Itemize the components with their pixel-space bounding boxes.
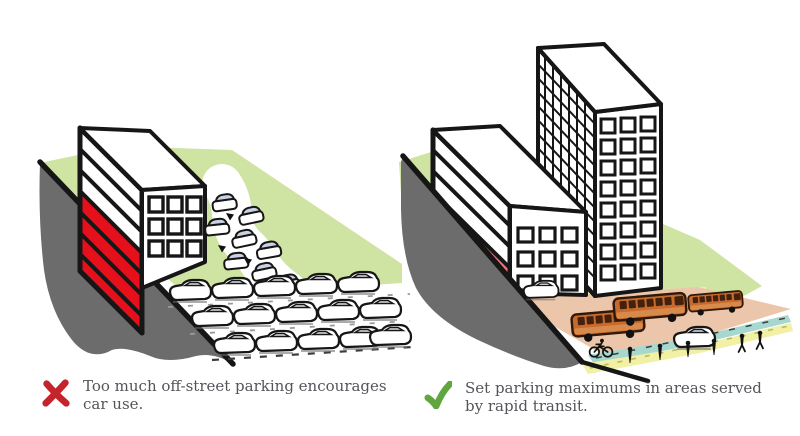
caption-left-line2: car use. xyxy=(83,394,144,413)
windows xyxy=(147,195,203,258)
caption-right-line2: by rapid transit. xyxy=(465,396,588,415)
tower-front-windows xyxy=(599,115,657,282)
caption-right-line1: Set parking maximums in areas served xyxy=(465,379,762,397)
cliff-cutaway xyxy=(400,153,651,384)
floor-lines xyxy=(78,147,144,318)
tower-roof xyxy=(536,42,663,114)
check-icon xyxy=(424,381,452,409)
left-illustration xyxy=(37,125,413,367)
apartment-building-with-garage xyxy=(77,125,207,336)
x-icon xyxy=(42,379,70,407)
parking-lot xyxy=(167,270,413,362)
right-illustration xyxy=(399,42,793,384)
caption-left: Too much off-street parking encourages c… xyxy=(42,377,392,413)
caption-left-text: Too much off-street parking encourages c… xyxy=(83,377,387,413)
caption-right: Set parking maximums in areas served by … xyxy=(424,379,784,415)
underground-parking-levels xyxy=(80,191,142,333)
caption-right-text: Set parking maximums in areas served by … xyxy=(465,379,762,415)
caption-left-line1: Too much off-street parking encourages xyxy=(83,377,387,395)
